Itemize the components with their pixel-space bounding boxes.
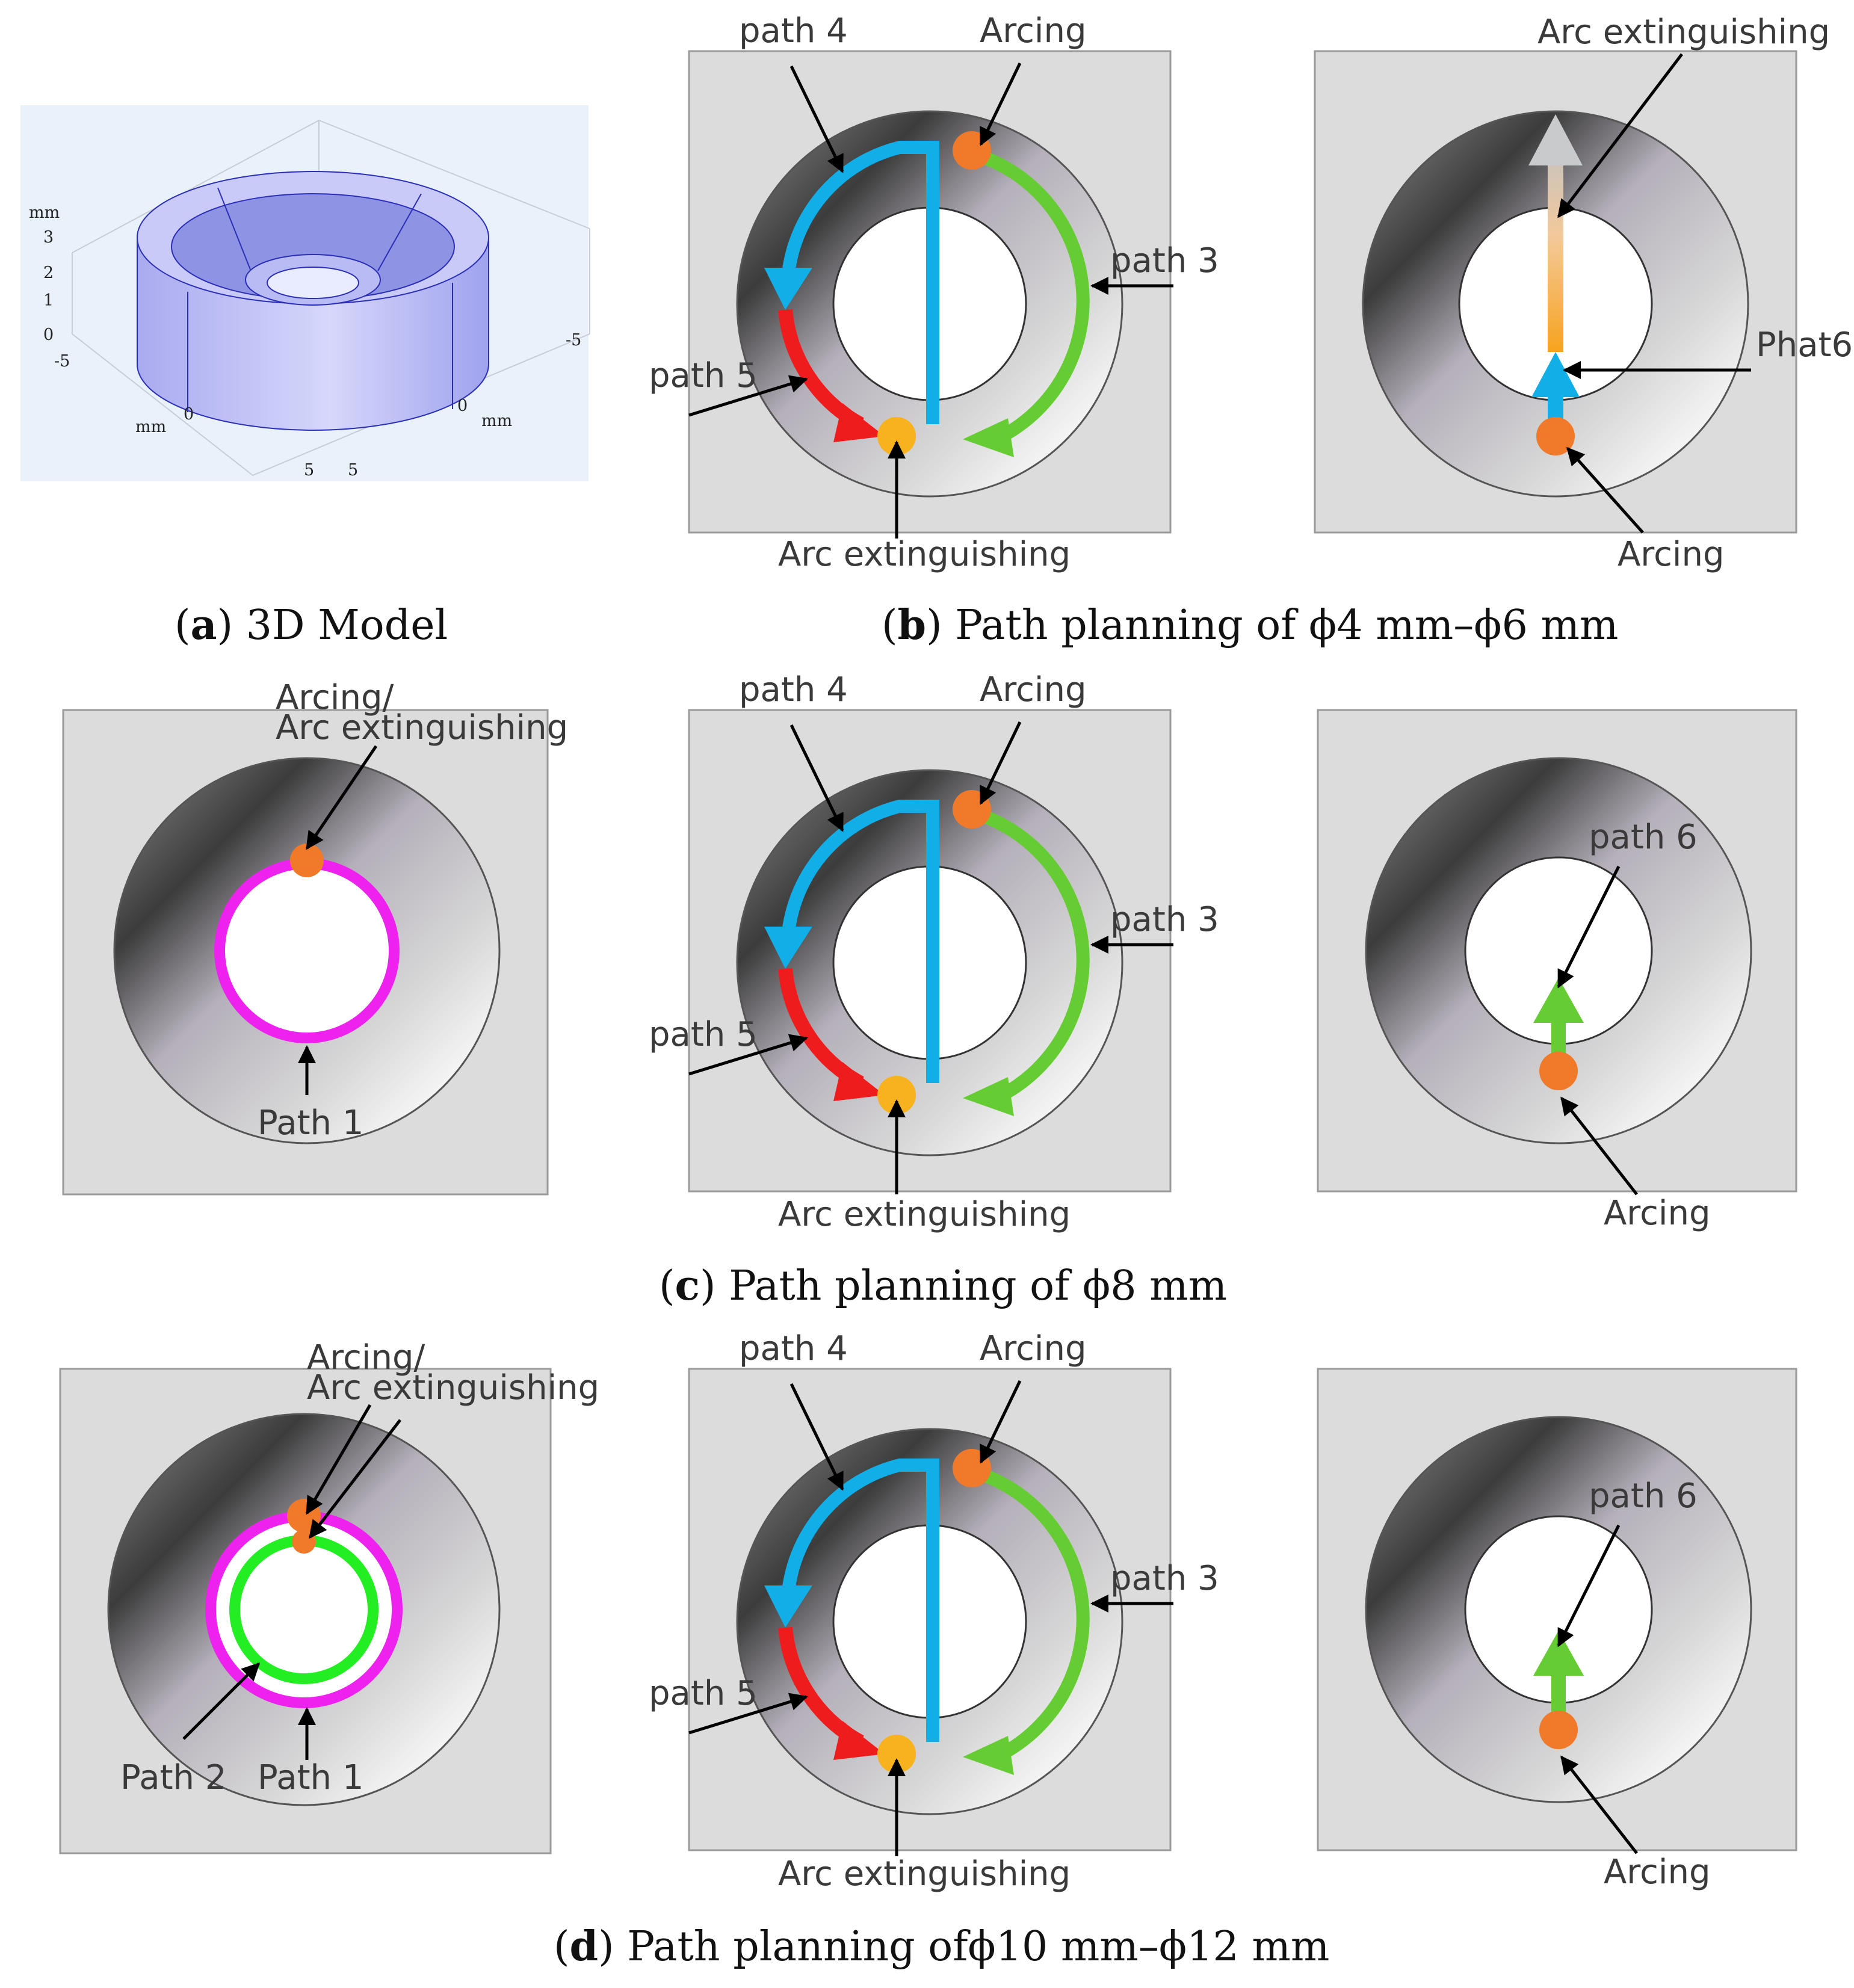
- z-tick: 1: [43, 291, 54, 310]
- label-arc-extinguishing: Arc extinguishing: [778, 535, 1071, 574]
- caption-b-text: Path planning of ϕ4 mm–ϕ6 mm: [942, 602, 1619, 649]
- label-path-5: path 5: [649, 1674, 758, 1713]
- label-arcing: Arcing: [980, 670, 1087, 709]
- panel-c-multi-path: [688, 709, 1172, 1193]
- label-path-1: Path 1: [258, 1104, 363, 1143]
- arcing-point: [1539, 1052, 1578, 1090]
- label-path-1: Path 1: [258, 1758, 363, 1797]
- y-tick: 5: [348, 461, 358, 480]
- path-4-line: [782, 800, 939, 1083]
- path-4-line: [782, 141, 939, 424]
- label-arc-extinguishing: Arc extinguishing: [1537, 13, 1830, 52]
- arcing-point: [1539, 1711, 1578, 1749]
- label-arcing-slash: Arcing/: [276, 678, 394, 717]
- path-4-arrowhead: [764, 268, 812, 310]
- label-path-4: path 4: [739, 1329, 848, 1368]
- path-3-line: [969, 147, 1090, 442]
- z-tick: 2: [43, 264, 54, 282]
- x-tick: 0: [184, 405, 194, 424]
- label-path-3: path 3: [1110, 1559, 1219, 1598]
- label-path-6: path 6: [1589, 1477, 1698, 1516]
- path-4-arrowhead: [764, 927, 812, 969]
- z-axis-unit: mm: [29, 203, 60, 222]
- label-arc-extinguishing: Arc extinguishing: [778, 1195, 1071, 1234]
- leader-lines: [182, 53, 1751, 1856]
- y-axis-unit: mm: [481, 412, 512, 430]
- label-path-3: path 3: [1110, 900, 1219, 939]
- phat6-arrowhead: [1531, 352, 1580, 397]
- extinguish-arrow-line: [1548, 141, 1563, 352]
- path-1-circle: [214, 858, 400, 1043]
- label-path-4: path 4: [739, 670, 848, 709]
- label-arcing: Arcing: [980, 1329, 1087, 1368]
- label-arcing: Arcing: [1604, 1853, 1711, 1892]
- path-5-arrowhead: [833, 1721, 885, 1760]
- x-tick: 5: [304, 461, 314, 480]
- arc-extinguishing-point: [877, 417, 916, 455]
- caption-c-letter: c: [675, 1262, 700, 1310]
- label-arc-extinguishing: Arc extinguishing: [778, 1854, 1071, 1894]
- path-2-circle: [229, 1535, 379, 1684]
- path-3-arrowhead: [963, 418, 1014, 457]
- label-arc-extinguishing: Arc extinguishing: [276, 708, 568, 747]
- label-arcing: Arcing: [1618, 535, 1725, 574]
- model-ring: [137, 171, 489, 431]
- label-arcing: Arcing: [980, 11, 1087, 51]
- panel-d-single-path: [1317, 1368, 1797, 1851]
- panel-c-single-path: [1317, 709, 1797, 1193]
- caption-c-text: Path planning of ϕ8 mm: [715, 1262, 1227, 1310]
- path-6-arrowhead: [1533, 978, 1584, 1023]
- caption-d: (d) Path planning ofϕ10 mm–ϕ12 mm: [554, 1922, 1329, 1971]
- caption-d-letter: d: [570, 1922, 599, 1971]
- arcing-point: [290, 844, 324, 877]
- path-3-line: [969, 1465, 1090, 1760]
- caption-a: (a) 3D Model: [175, 601, 448, 649]
- extinguish-arrowhead: [1528, 114, 1583, 165]
- path-5-arrowhead: [833, 403, 885, 442]
- path-5-arrowhead: [833, 1062, 885, 1101]
- caption-a-letter: a: [191, 601, 217, 649]
- panel-b-single-path: [1314, 50, 1797, 534]
- label-path-5: path 5: [649, 1015, 758, 1054]
- caption-b-letter: b: [898, 601, 927, 649]
- panel-c-circle-path: [62, 709, 549, 1196]
- caption-c: (c) Path planning of ϕ8 mm: [659, 1262, 1227, 1310]
- label-arcing: Arcing: [1604, 1194, 1711, 1233]
- label-arc-extinguishing: Arc extinguishing: [307, 1368, 599, 1407]
- label-path-3: path 3: [1110, 241, 1219, 280]
- arc-extinguishing-point: [877, 1735, 916, 1773]
- path-3-line: [969, 806, 1090, 1101]
- label-path-5: path 5: [649, 356, 758, 395]
- panel-3d-model: mm 3 2 1 0 -5 0 5 mm -5 0 5 mm: [20, 105, 590, 481]
- panel-b-multi-path: [688, 50, 1172, 534]
- path-4-arrowhead: [764, 1585, 812, 1628]
- path-3-arrowhead: [963, 1077, 1014, 1116]
- path-3-arrowhead: [963, 1736, 1014, 1775]
- arc-extinguishing-point: [877, 1076, 916, 1114]
- arcing-point: [1536, 417, 1575, 455]
- y-tick: 0: [457, 397, 468, 415]
- y-tick: -5: [566, 331, 581, 350]
- label-path-6: path 6: [1589, 818, 1698, 857]
- path-6-arrowhead: [1533, 1631, 1584, 1676]
- label-arcing-slash: Arcing/: [307, 1338, 425, 1377]
- z-tick: 0: [43, 326, 54, 344]
- panel-d-multi-path: [688, 1368, 1172, 1851]
- label-path-2: Path 2: [120, 1758, 226, 1797]
- caption-b: (b) Path planning of ϕ4 mm–ϕ6 mm: [882, 601, 1618, 649]
- x-axis-unit: mm: [135, 418, 166, 436]
- caption-d-text: Path planning ofϕ10 mm–ϕ12 mm: [614, 1923, 1330, 1971]
- caption-a-text: 3D Model: [233, 602, 448, 649]
- z-tick: 3: [43, 228, 54, 247]
- label-path-4: path 4: [739, 11, 848, 51]
- label-phat6: Phat6: [1756, 326, 1853, 365]
- x-tick: -5: [54, 352, 70, 371]
- path-4-line: [782, 1459, 939, 1742]
